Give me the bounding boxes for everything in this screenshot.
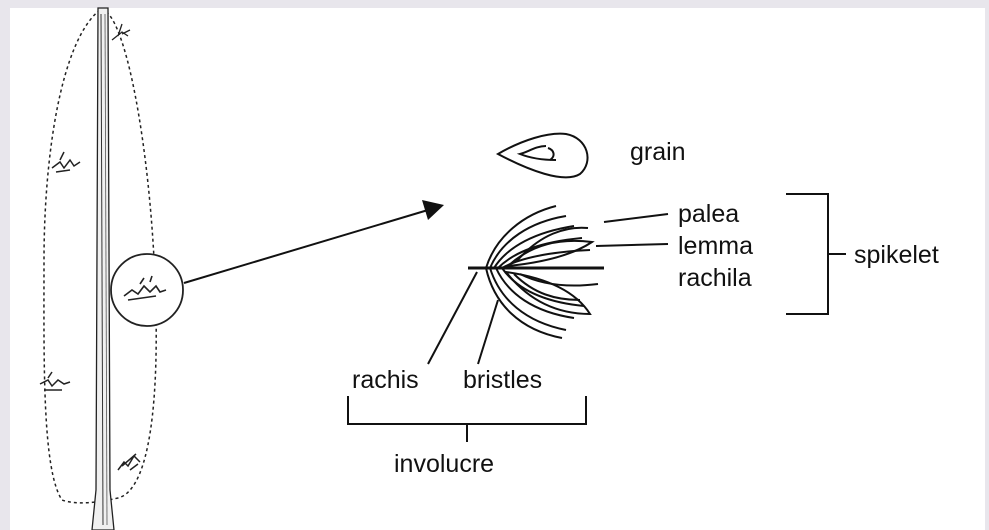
- lemma-label: lemma: [678, 232, 753, 260]
- panicle-spikelet-cluster: [40, 372, 70, 390]
- panicle-spikelet-cluster: [52, 152, 80, 172]
- spikelet-bracket: [786, 194, 846, 314]
- grain-label: grain: [630, 138, 686, 166]
- involucre-bracket: [348, 396, 586, 442]
- rachis-label: rachis: [352, 366, 419, 394]
- zoom-arrow: [184, 200, 444, 283]
- grain-drawing: [498, 134, 588, 178]
- bristles-label: bristles: [463, 366, 542, 394]
- spikelet-label: spikelet: [854, 241, 939, 269]
- palea-label: palea: [678, 200, 739, 228]
- involucre-label: involucre: [394, 450, 494, 478]
- panicle-drawing: [40, 8, 183, 530]
- rachila-label: rachila: [678, 264, 752, 292]
- spikelet-drawing: [468, 206, 604, 338]
- panicle-spikelet-cluster: [118, 454, 140, 470]
